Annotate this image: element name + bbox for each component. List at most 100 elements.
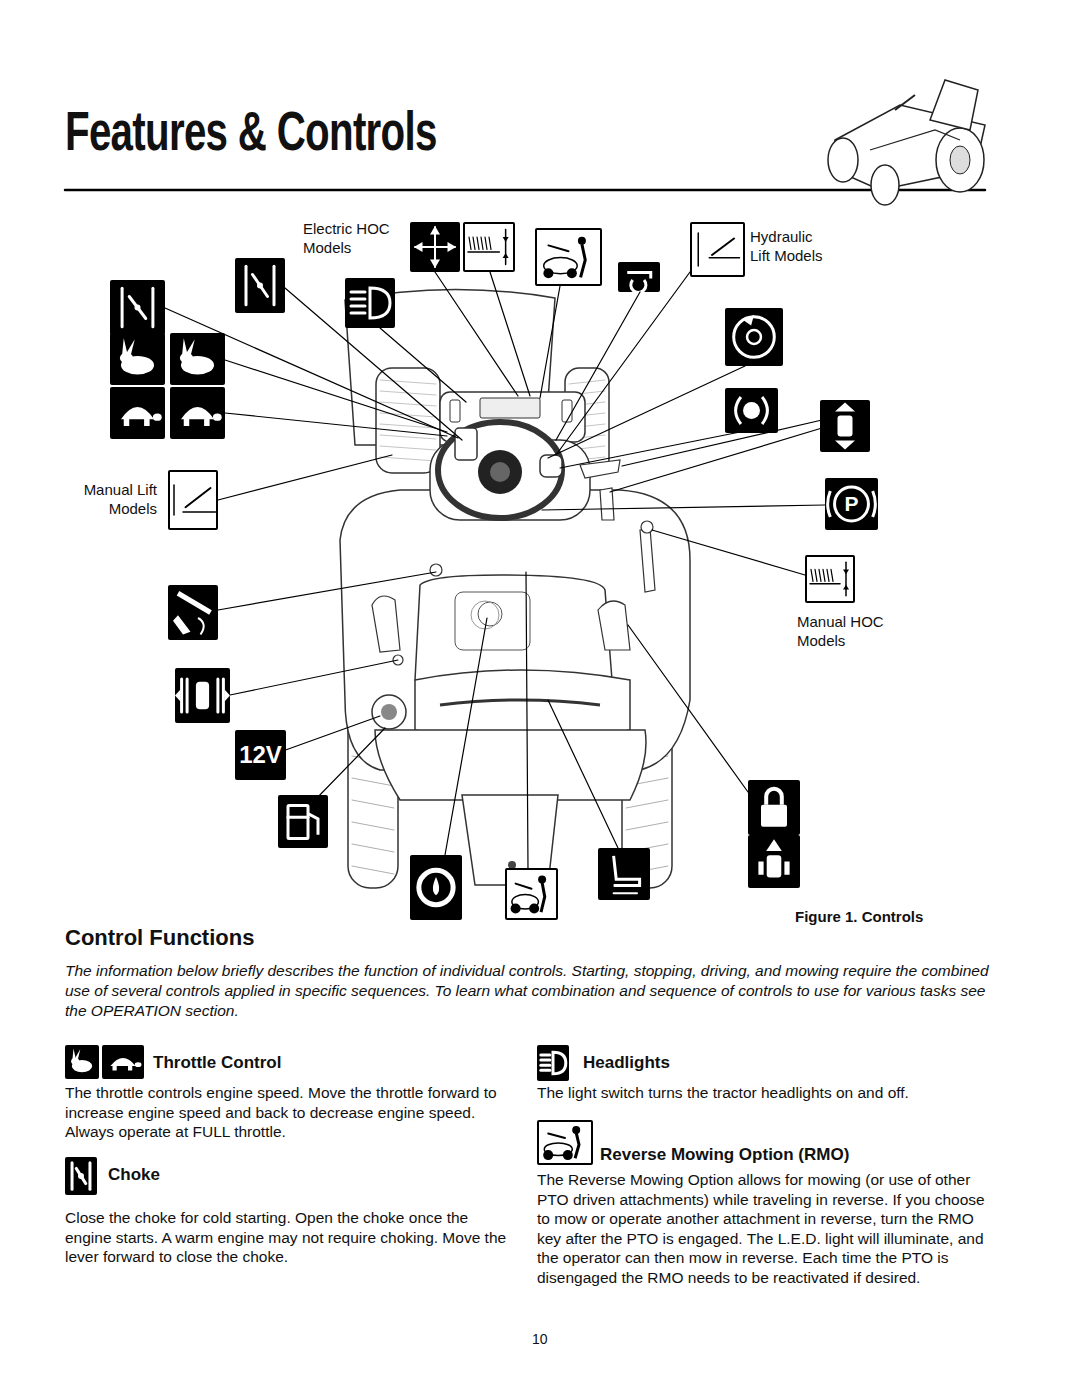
shape-rect (562, 400, 572, 422)
stroke-line (351, 312, 365, 315)
shape-rect (410, 222, 460, 272)
shape-path (600, 488, 614, 520)
voltage-icon-box: 12V (235, 730, 286, 780)
stroke-line (542, 505, 825, 510)
shape-path (766, 789, 782, 805)
stroke-line (245, 266, 248, 305)
model-note: Hydraulic Lift Models (750, 228, 825, 266)
shape-ellipse (936, 128, 984, 192)
stroke-line (351, 298, 365, 301)
shape-circle (419, 870, 453, 904)
intro-paragraph: The information below briefly describes … (65, 961, 990, 1021)
stroke-line (225, 360, 447, 432)
shape-circle (567, 268, 577, 278)
shape-rect (535, 228, 602, 286)
shape-path (430, 226, 440, 235)
stroke-line (516, 884, 532, 889)
cruise-icon (168, 585, 218, 640)
shape-rect (598, 848, 650, 900)
shape-circle (734, 317, 775, 358)
stroke-line (435, 272, 518, 396)
control-description: The throttle controls engine speed. Move… (65, 1083, 513, 1142)
stroke-line (183, 511, 216, 513)
shape-path (541, 883, 545, 913)
stroke-line (165, 308, 458, 438)
pedal-icon (820, 400, 870, 452)
stroke-line (626, 822, 668, 830)
shape-path (835, 441, 855, 450)
stroke-line (548, 700, 618, 848)
shape-path (448, 242, 457, 252)
shape-path (843, 585, 849, 590)
stroke-line (628, 625, 748, 792)
stroke-line (445, 618, 487, 855)
shape-ellipse (828, 138, 858, 182)
shape-path (198, 618, 204, 635)
shape-path (598, 601, 630, 650)
stroke-line (481, 237, 483, 250)
stroke-line (845, 562, 847, 596)
shape-path (430, 260, 440, 269)
stroke-line (490, 272, 530, 396)
shape-path (581, 244, 586, 277)
shape-rect (692, 224, 743, 275)
shape-circle (538, 875, 546, 883)
manuallift-icon (168, 470, 218, 530)
shape-circle (135, 305, 141, 311)
stroke-line (380, 446, 436, 450)
shape-rect (124, 418, 130, 426)
shape-path (175, 690, 181, 702)
stroke-line (469, 237, 471, 250)
shape-circle (478, 602, 502, 626)
shape-rect (288, 806, 308, 839)
stroke-line (351, 305, 365, 308)
stroke-line (815, 569, 817, 581)
choke-icon (65, 1157, 97, 1195)
stroke-line (380, 380, 436, 384)
tractor-illustration (340, 289, 690, 888)
icon-text: 12V (239, 739, 282, 770)
parking-icon (825, 478, 878, 530)
shape-path (631, 280, 646, 293)
stroke-line (473, 237, 475, 250)
stroke-line (186, 679, 189, 712)
stroke-line (698, 233, 700, 266)
headlight-icon (345, 278, 395, 328)
shape-rect (278, 795, 328, 848)
control-heading: Throttle Control (153, 1052, 281, 1074)
shape-rect (537, 1120, 593, 1165)
stroke-line (541, 1064, 550, 1067)
stroke-line (352, 866, 394, 874)
model-note: Electric HOC Models (303, 220, 403, 258)
shape-path (835, 403, 855, 412)
pto-icon (725, 388, 778, 433)
fuel-icon (278, 795, 328, 848)
shape-rect (410, 855, 462, 920)
stroke-line (610, 428, 822, 492)
shape-path (440, 700, 600, 705)
shape-rect (758, 862, 763, 875)
shape-rect (102, 1045, 144, 1079)
shape-rect (748, 780, 800, 835)
shape-rect (480, 398, 540, 418)
control-description: The light switch turns the tractor headl… (537, 1083, 987, 1103)
stroke-line (173, 485, 175, 515)
stroke-line (380, 457, 436, 461)
shape-path (627, 273, 651, 279)
shape-rect (537, 230, 600, 284)
stroke-line (556, 292, 640, 440)
shape-rect (463, 222, 515, 272)
shape-circle (508, 861, 516, 869)
shape-path (121, 407, 154, 419)
shape-path (370, 288, 390, 318)
shape-rect (170, 472, 216, 528)
stroke-line (541, 1069, 550, 1072)
shape-rect (539, 1122, 591, 1163)
shape-rect (196, 682, 209, 710)
stroke-line (186, 488, 211, 507)
lock-icon (748, 780, 800, 835)
section-heading: Control Functions (65, 924, 254, 953)
ptoarc-icon (618, 262, 660, 293)
shape-rect (168, 585, 218, 640)
shape-path (182, 338, 188, 355)
